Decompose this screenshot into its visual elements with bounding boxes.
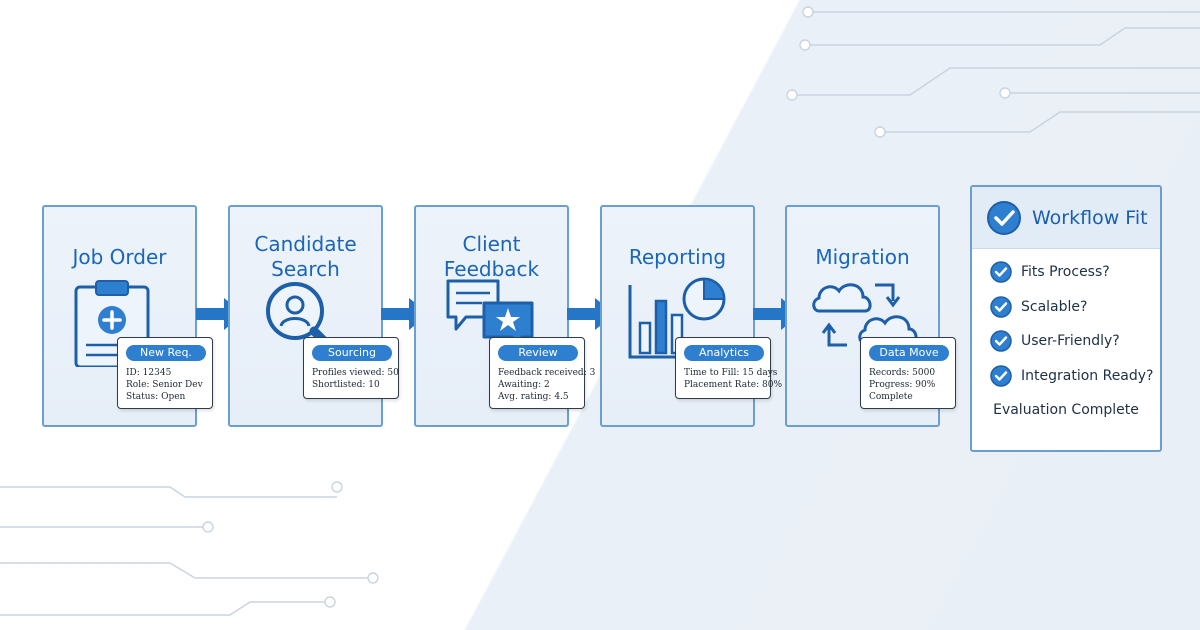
card-line: Profiles viewed: 50	[312, 368, 399, 378]
card-label: Analytics	[684, 345, 764, 361]
card-line: Shortlisted: 10	[312, 380, 380, 390]
workflow-fit-title: Workflow Fit	[1032, 206, 1148, 229]
checklist-label: Scalable?	[1021, 298, 1088, 315]
card-review: Review Feedback received: 3 Awaiting: 2 …	[489, 337, 596, 409]
workflow-fit-header: Workflow Fit	[972, 187, 1160, 249]
card-line: Awaiting: 2	[498, 380, 550, 390]
check-circle-icon	[990, 296, 1012, 318]
card-data-move: Data Move Records: 5000 Progress: 90% Co…	[860, 337, 956, 409]
checklist-label: Fits Process?	[1021, 264, 1110, 281]
checklist-label: User-Friendly?	[1021, 333, 1120, 350]
card-line: Records: 5000	[869, 368, 936, 378]
checklist-item: Scalable?	[972, 290, 1160, 325]
card-line: Status: Open	[126, 392, 186, 402]
checklist-item: Fits Process?	[972, 255, 1160, 290]
chat-star-icon	[446, 279, 534, 349]
card-label: Sourcing	[312, 345, 392, 361]
checklist-item: Integration Ready?	[972, 359, 1160, 394]
card-line: Time to Fill: 15 days	[684, 368, 778, 378]
card-label: Review	[498, 345, 578, 361]
card-sourcing: Sourcing Profiles viewed: 50 Shortlisted…	[303, 337, 399, 399]
card-line: Avg. rating: 4.5	[498, 392, 569, 402]
card-analytics: Analytics Time to Fill: 15 days Placemen…	[675, 337, 782, 399]
evaluation-status: Evaluation Complete	[993, 402, 1139, 418]
stage-title: Candidate Search	[254, 232, 357, 281]
card-label: New Req.	[126, 345, 206, 361]
bar-pie-chart-icon	[628, 277, 726, 359]
checklist-item: User-Friendly?	[972, 324, 1160, 359]
stage-title: Client Feedback	[443, 232, 540, 281]
card-line: Feedback received: 3	[498, 368, 596, 378]
check-circle-icon	[987, 200, 1021, 235]
workflow-fit-panel: Workflow Fit Fits Process? Scalable? Use…	[970, 185, 1162, 452]
stage-title: Migration	[815, 244, 910, 269]
card-line: Progress: 90%	[869, 380, 936, 390]
stage-title: Reporting	[628, 244, 727, 269]
cloud-sync-icon	[812, 283, 918, 347]
card-line: Complete	[869, 392, 913, 402]
check-circle-icon	[990, 261, 1012, 283]
card-line: ID: 12345	[126, 368, 172, 378]
card-line: Role: Senior Dev	[126, 380, 203, 390]
check-circle-icon	[990, 365, 1012, 387]
card-line: Placement Rate: 80%	[684, 380, 782, 390]
stage-title: Job Order	[72, 244, 167, 269]
card-new-req: New Req. ID: 12345 Role: Senior Dev Stat…	[117, 337, 213, 409]
card-label: Data Move	[869, 345, 949, 361]
checklist-label: Integration Ready?	[1021, 367, 1154, 384]
check-circle-icon	[990, 330, 1012, 352]
